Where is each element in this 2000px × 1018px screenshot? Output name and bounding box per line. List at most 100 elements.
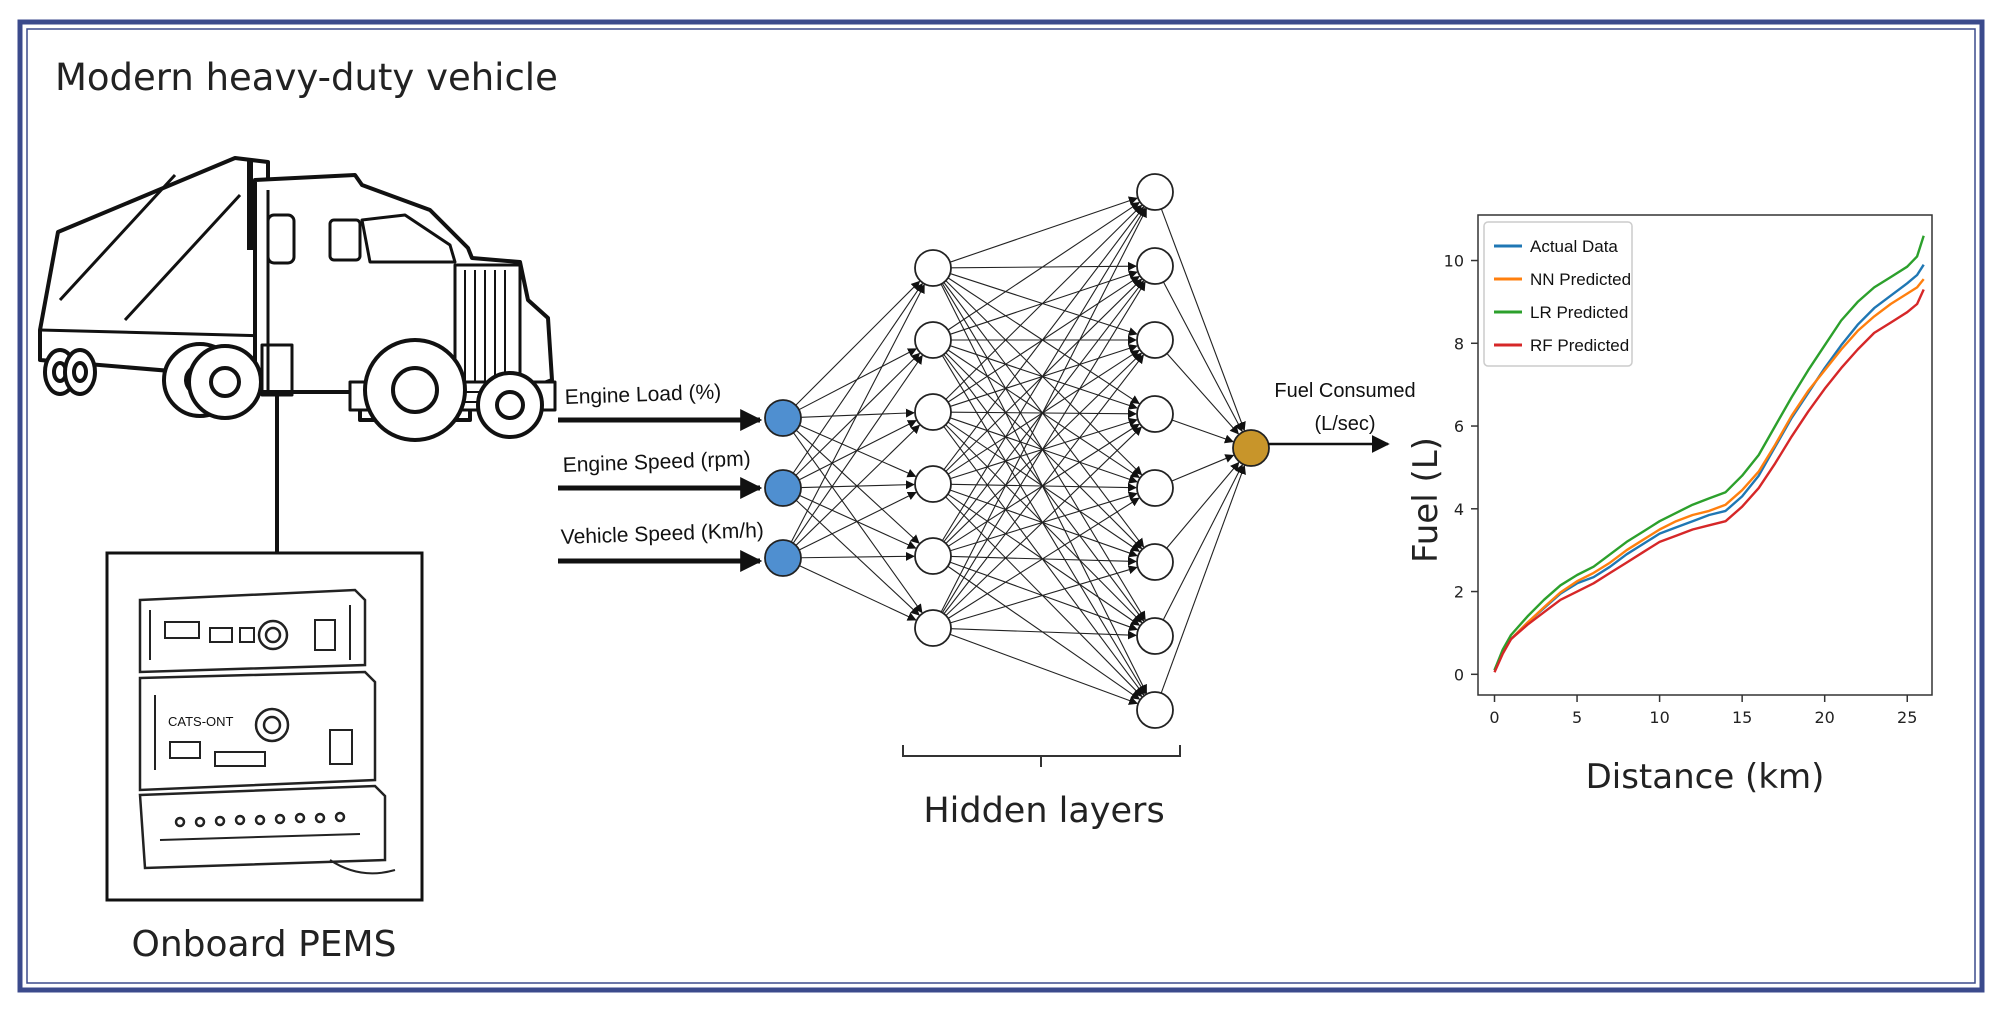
network-edge [949, 345, 1138, 410]
hidden2-node [1136, 469, 1174, 507]
series-line-rf-predicted [1493, 289, 1925, 673]
y-tick-label: 0 [1454, 665, 1464, 684]
pems-device-illustration [138, 588, 396, 875]
hidden2-node [1136, 395, 1174, 433]
network-edge [950, 565, 1138, 624]
chart-ylabel: Fuel (L) [1406, 437, 1446, 563]
output-label-line1: Fuel Consumed [1274, 380, 1415, 402]
network-edge [947, 277, 1140, 405]
network-edge [945, 426, 1142, 616]
pems-device-text: CATS-ONT [168, 714, 234, 729]
x-tick-label: 10 [1649, 708, 1669, 727]
output-node [1232, 429, 1270, 467]
network-edge [800, 551, 915, 561]
network-edge [943, 282, 1145, 548]
y-tick-label: 4 [1454, 500, 1464, 519]
network-edge [945, 496, 1143, 698]
network-edge [949, 633, 1139, 705]
legend-box [1483, 221, 1633, 367]
hidden2-node [1136, 691, 1174, 729]
network-edge [945, 204, 1143, 400]
network-edge [1171, 454, 1235, 482]
network-edge [1171, 419, 1234, 444]
diagram-title: Modern heavy-duty vehicle [55, 56, 558, 99]
network-edge [1166, 461, 1240, 549]
network-edge [798, 491, 917, 551]
hidden-layers-bracket [902, 745, 1181, 767]
network-edge [950, 261, 1137, 271]
network-edge [947, 202, 1140, 331]
input-label-engine-load: Engine Load (%) [564, 381, 721, 409]
network-edge [792, 354, 923, 544]
hidden1-node [914, 465, 952, 503]
legend-label: Actual Data [1530, 237, 1618, 256]
network-connections [790, 196, 1246, 705]
hidden2-node [1136, 247, 1174, 285]
truck-illustration [38, 156, 557, 442]
network-edge [945, 424, 1143, 624]
network-edge [950, 409, 1137, 419]
network-edge [949, 489, 1138, 558]
network-nodes [764, 173, 1270, 729]
legend-label: RF Predicted [1530, 336, 1629, 355]
y-tick-label: 10 [1444, 252, 1464, 271]
x-tick-label: 5 [1572, 708, 1582, 727]
hidden1-node [914, 249, 952, 287]
network-edge [949, 561, 1138, 632]
network-edge [940, 208, 1147, 613]
network-edge [943, 426, 1145, 696]
hidden1-node [914, 609, 952, 647]
input-node [764, 469, 802, 507]
series-line-lr-predicted [1493, 235, 1925, 671]
x-tick-label: 15 [1732, 708, 1752, 727]
network-edge [792, 282, 923, 474]
network-edge [950, 628, 1137, 640]
input-node [764, 399, 802, 437]
x-tick-label: 0 [1489, 708, 1499, 727]
network-edge [950, 555, 1137, 566]
hidden1-node [914, 321, 952, 359]
network-edge [943, 354, 1144, 615]
network-edge [947, 493, 1141, 626]
chart-xlabel: Distance (km) [1586, 757, 1825, 797]
hidden2-node [1136, 543, 1174, 581]
network-edge [795, 424, 921, 546]
network-edge [947, 497, 1140, 619]
inner-frame [26, 28, 1976, 984]
network-edge [945, 280, 1143, 476]
y-tick-label: 2 [1454, 583, 1464, 602]
network-edge [1166, 353, 1239, 435]
network-edge [949, 273, 1138, 336]
legend-label: NN Predicted [1530, 270, 1631, 289]
network-edge [799, 565, 917, 621]
network-edge [1160, 208, 1246, 432]
hidden2-node [1136, 321, 1174, 359]
network-edge [1162, 281, 1243, 432]
network-edge [941, 355, 1146, 695]
y-tick-label: 6 [1454, 417, 1464, 436]
hidden1-node [914, 537, 952, 575]
legend-label: LR Predicted [1530, 303, 1628, 322]
network-edge [943, 354, 1145, 622]
network-edge [947, 565, 1141, 700]
network-edge [947, 421, 1141, 552]
hidden1-node [914, 393, 952, 431]
chart-series [1493, 235, 1925, 673]
network-edge [941, 281, 1146, 613]
input-arrows [558, 409, 763, 572]
network-edge [950, 483, 1137, 493]
network-edge [1162, 464, 1243, 621]
network-edge [941, 207, 1146, 541]
hidden-layers-label: Hidden layers [923, 791, 1164, 831]
chart-legend: Actual Data NN Predicted LR Predicted RF Pr… [1483, 221, 1633, 367]
y-tick-label: 8 [1454, 334, 1464, 353]
output-label-line2: (L/sec) [1314, 413, 1375, 435]
network-edge [949, 196, 1138, 263]
network-edge [793, 432, 923, 614]
network-edge [790, 284, 925, 543]
x-tick-label: 25 [1897, 708, 1917, 727]
hidden2-node [1136, 617, 1174, 655]
